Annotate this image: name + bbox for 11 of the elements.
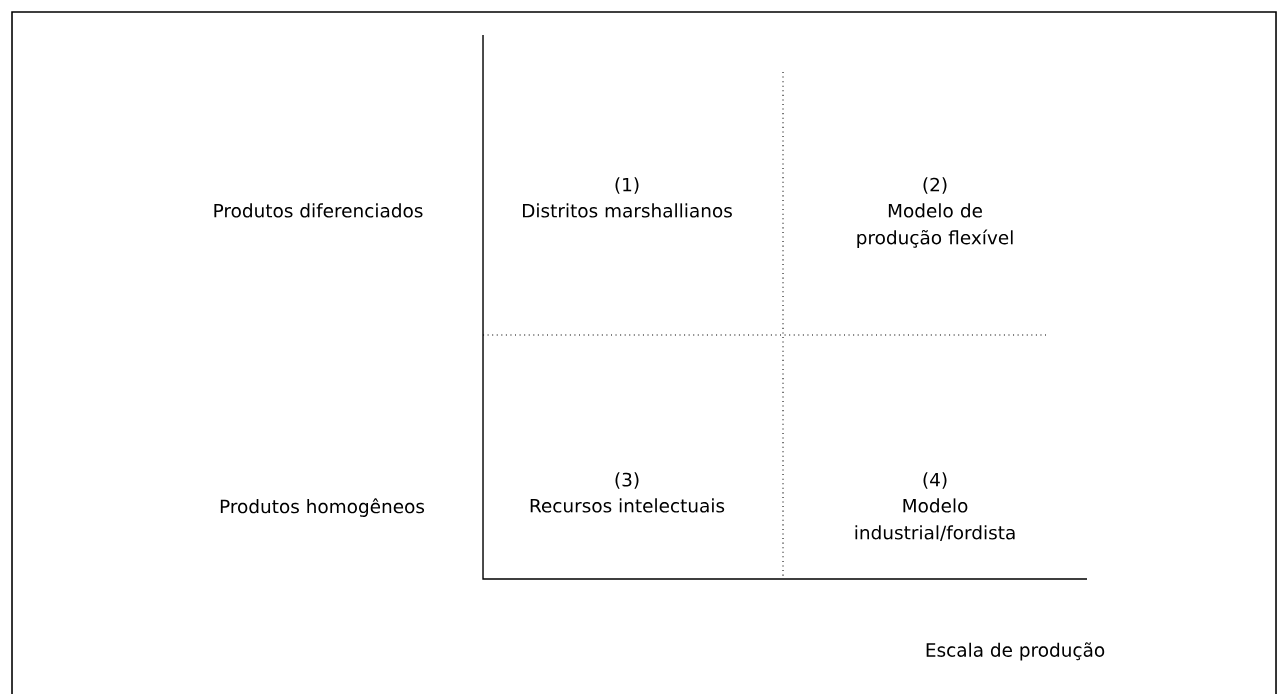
quadrant-label: Distritos marshallianos [523, 203, 732, 218]
axis-label: Produtos homogêneos [220, 498, 425, 517]
quadrant-number: (4) [923, 472, 947, 489]
axis-label: Escala de produção [926, 642, 1105, 661]
axis-label: Produtos diferenciados [214, 203, 423, 218]
quadrant-label: Recursos intelectuais [530, 498, 725, 513]
quadrant-number: (2) [923, 177, 947, 194]
quadrant-number: (1) [615, 177, 639, 194]
quadrant-label: Modelo de produção flexível [857, 203, 1013, 249]
quadrant-number: (3) [615, 472, 639, 489]
quadrant-label: Modelo industrial/fordista [855, 498, 1015, 541]
